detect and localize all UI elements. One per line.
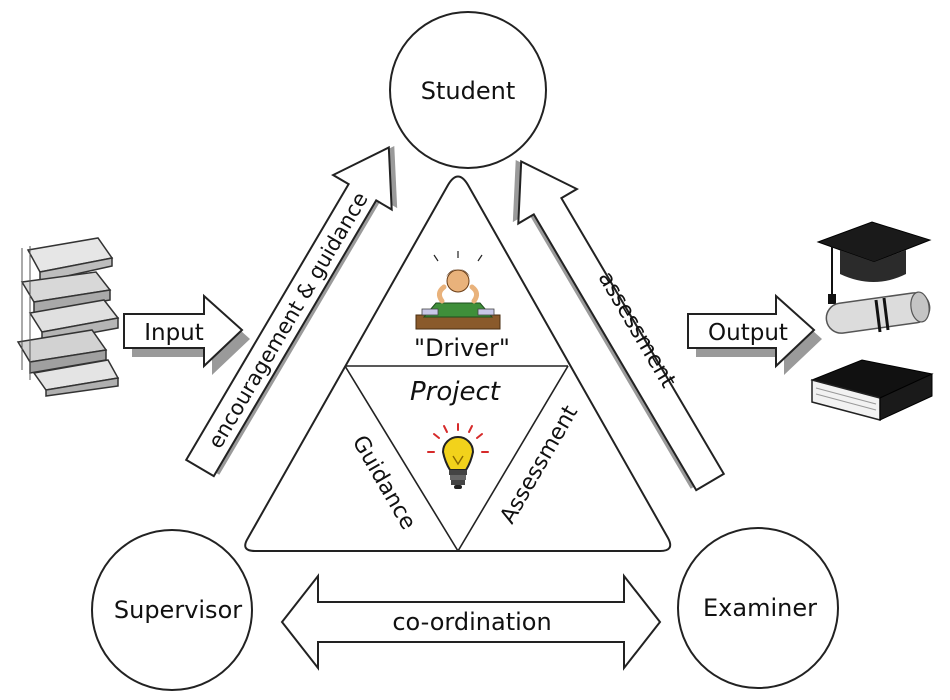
- graduation-cap-icon: [816, 221, 932, 304]
- input-label: Input: [144, 320, 204, 346]
- input-arrow: Input: [123, 293, 250, 375]
- central-triangle: [244, 175, 672, 552]
- closed-book-icon: [810, 359, 934, 421]
- student-node: Student: [389, 11, 547, 169]
- output-arrow: Output: [687, 293, 822, 375]
- assessment-arrow: [512, 159, 726, 492]
- diploma-scroll-icon: [825, 291, 931, 334]
- project-label: Project: [410, 377, 501, 407]
- student-label: Student: [421, 77, 515, 105]
- output-label: Output: [708, 320, 788, 346]
- supervisor-node: Supervisor: [91, 529, 253, 691]
- book-stack-icon: [16, 237, 120, 397]
- examiner-node: Examiner: [677, 527, 839, 689]
- coordination-label: co-ordination: [392, 608, 551, 636]
- examiner-label: Examiner: [703, 594, 817, 622]
- driver-label: "Driver": [414, 334, 510, 362]
- supervisor-label: Supervisor: [114, 596, 242, 624]
- coordination-arrow: co-ordination: [280, 573, 662, 671]
- lightbulb-icon: [427, 423, 489, 489]
- stressed-student-icon: [415, 251, 501, 330]
